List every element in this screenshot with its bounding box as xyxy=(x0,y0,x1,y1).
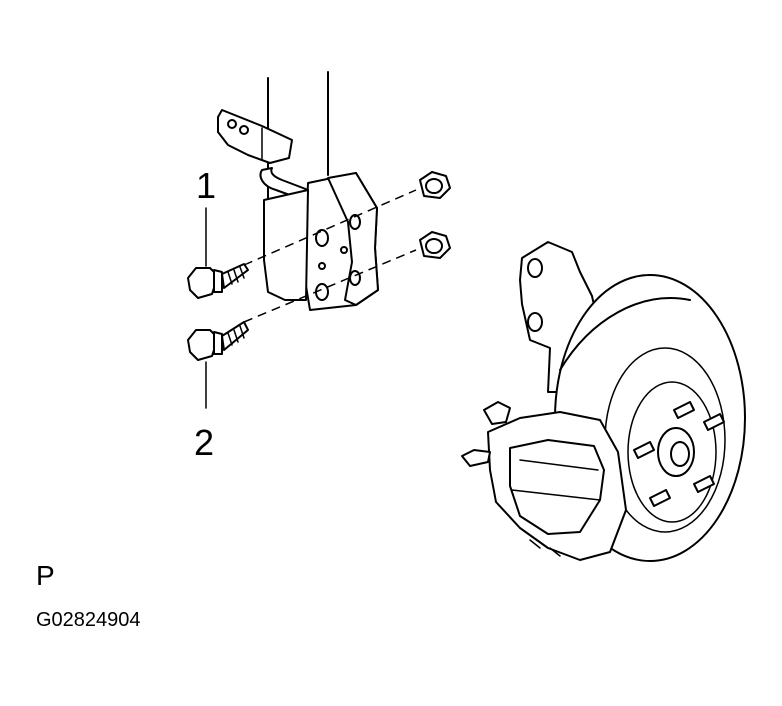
wheel-stud xyxy=(703,413,725,431)
alignment-line-lower xyxy=(243,249,417,323)
wheel-stud xyxy=(673,401,695,419)
callout-number-1: 1 xyxy=(196,165,217,206)
bolt-2 xyxy=(187,321,249,361)
wheel-stud xyxy=(693,475,715,493)
position-letter: P xyxy=(36,560,55,591)
strut-lower-bracket xyxy=(263,172,379,311)
nut-upper xyxy=(419,171,451,199)
figure-code: G02824904 xyxy=(36,609,141,631)
bolt-1 xyxy=(187,263,249,299)
brake-caliper xyxy=(461,401,627,561)
wheel-stud xyxy=(649,489,671,507)
alignment-line-upper xyxy=(243,189,417,266)
wheel-stud xyxy=(633,441,655,459)
callout-number-2: 2 xyxy=(194,422,215,463)
wheel-hub xyxy=(633,401,725,507)
nut-lower xyxy=(419,231,451,259)
